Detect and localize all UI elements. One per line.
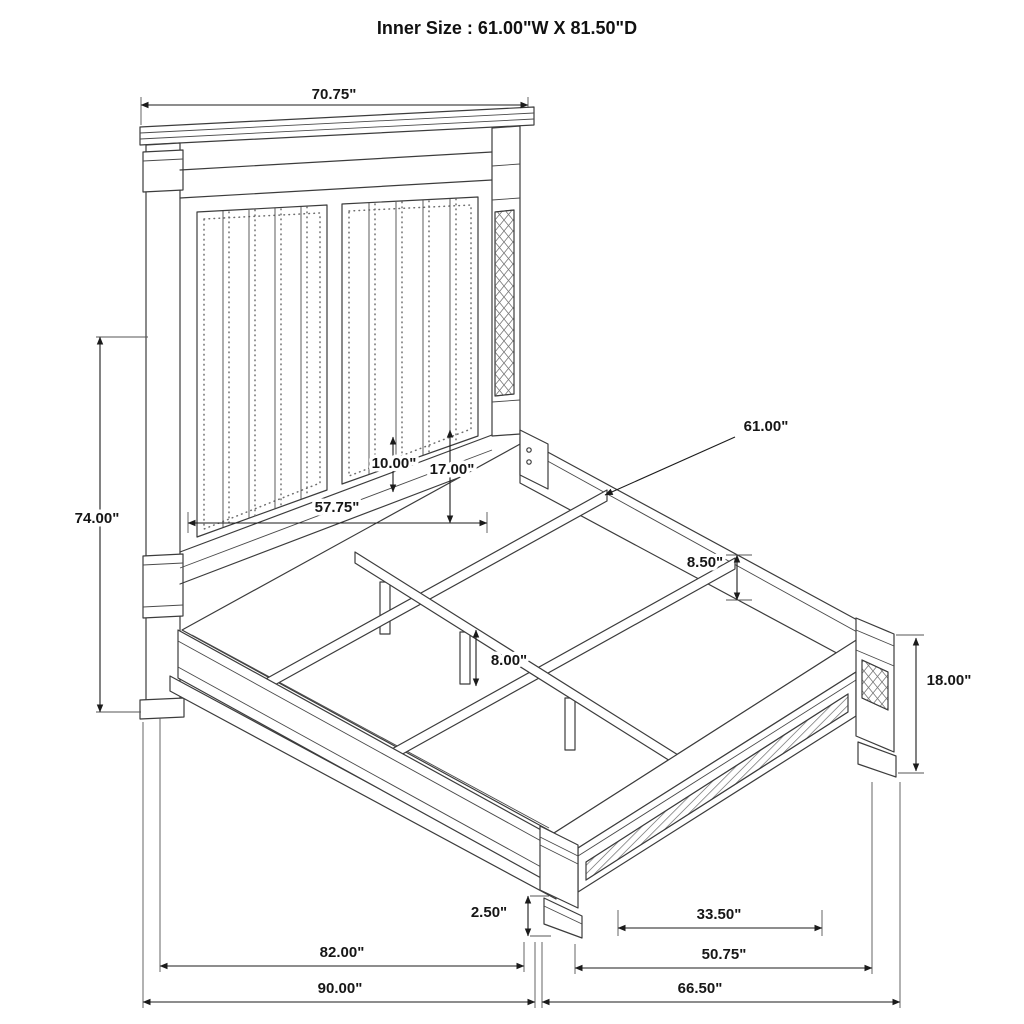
headboard-left-post xyxy=(139,142,185,720)
footboard-left-post xyxy=(539,825,583,939)
dim-label-footboard-height: 18.00" xyxy=(927,672,972,689)
dim-label-foot-height: 2.50" xyxy=(471,904,507,921)
dim-label-panel-offset: 10.00" xyxy=(372,455,417,472)
dim-label-footboard-span: 50.75" xyxy=(702,946,747,963)
bolt xyxy=(526,459,532,465)
dim-label-foot-spacing: 33.50" xyxy=(697,906,742,923)
dim-label-rail-height: 8.50" xyxy=(687,554,723,571)
crown-molding xyxy=(139,106,535,146)
headboard xyxy=(139,106,535,720)
bolt xyxy=(526,447,532,453)
dim-label-inner-width: 61.00" xyxy=(744,418,789,435)
dim-label-frame-width: 82.00" xyxy=(320,944,365,961)
dim-label-overall-depth: 66.50" xyxy=(678,980,723,997)
dim-label-overall-width: 90.00" xyxy=(318,980,363,997)
footboard-right-post xyxy=(855,617,897,778)
dimension-annotations: 70.75" 74.00" 57.75" 10.00" 17.00" 61.00… xyxy=(71,83,975,1008)
diagram-title: Inner Size : 61.00"W X 81.50"D xyxy=(377,18,637,38)
bed-platform xyxy=(169,429,873,900)
footboard xyxy=(539,617,897,939)
dim-label-headboard-gap: 17.00" xyxy=(430,461,475,478)
headboard-panel-left xyxy=(196,204,328,538)
extension-lines xyxy=(96,97,924,1008)
dim-label-leg-height: 8.00" xyxy=(491,652,527,669)
leader-inner-width xyxy=(604,436,736,496)
headboard-panel-right xyxy=(341,196,479,485)
dim-label-headboard-height: 74.00" xyxy=(75,510,120,527)
footboard-crystal-band xyxy=(585,693,849,881)
headboard-top-rail xyxy=(179,151,493,171)
dim-label-panel-width: 57.75" xyxy=(315,499,360,516)
dim-label-headboard-width: 70.75" xyxy=(312,86,357,103)
headboard-right-post xyxy=(491,125,521,437)
dimension-lines xyxy=(96,101,920,1006)
